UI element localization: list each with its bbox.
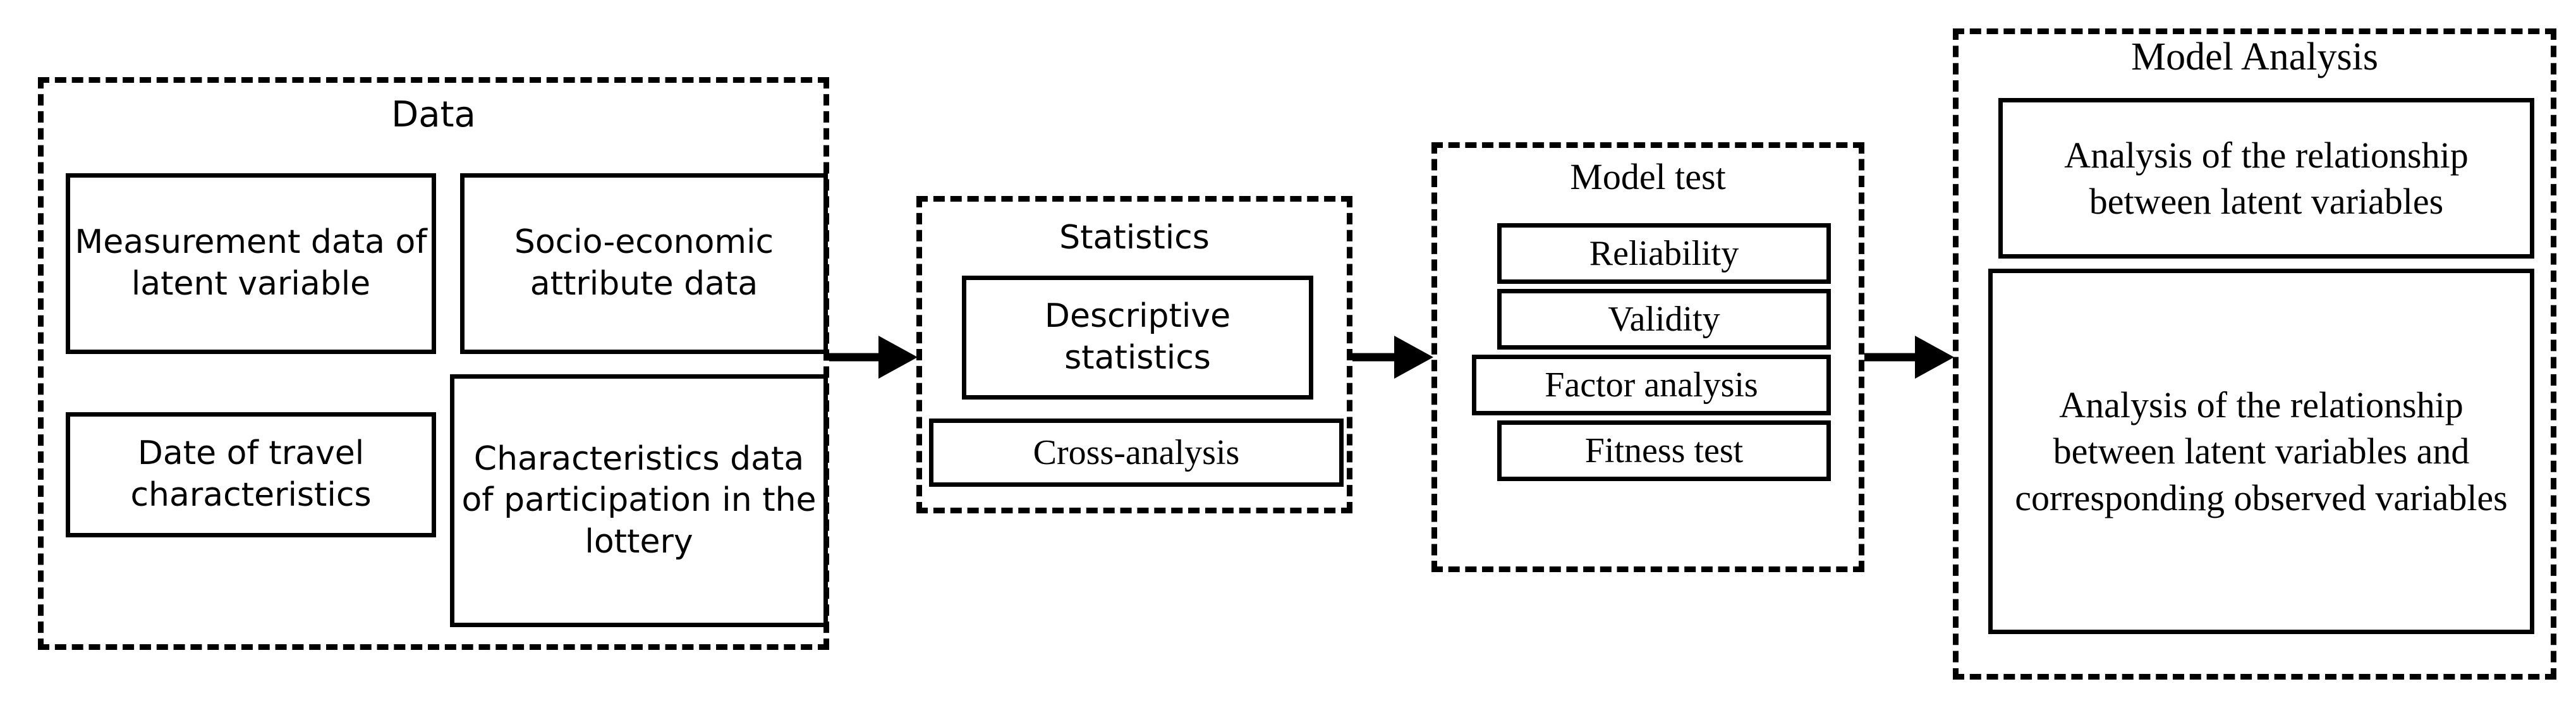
group-model-test-title: Model test bbox=[1570, 156, 1726, 197]
arrowhead-right-icon bbox=[1394, 336, 1433, 379]
box-travel-label: Date of travel characteristics bbox=[130, 434, 372, 514]
arrowhead-right-icon bbox=[1915, 336, 1954, 379]
box-characteristics-data-of-participation-in-the-lottery[interactable]: Characteristics data of participation in… bbox=[450, 374, 828, 627]
group-statistics-dashed-frame bbox=[916, 196, 1352, 513]
box-factor-label: Factor analysis bbox=[1545, 365, 1758, 405]
box-socio-economic-attribute-data[interactable]: Socio-economic attribute data bbox=[460, 173, 828, 354]
box-analysis-relationship-latent-variables[interactable]: Analysis of the relationship between lat… bbox=[1998, 98, 2534, 259]
group-model-test-dashed-frame bbox=[1431, 142, 1864, 572]
box-descriptive-label: Descriptive statistics bbox=[1044, 297, 1231, 377]
box-socio-label: Socio-economic attribute data bbox=[514, 223, 774, 303]
group-statistics-title: Statistics bbox=[1059, 219, 1210, 257]
box-factor-analysis[interactable]: Factor analysis bbox=[1472, 355, 1831, 415]
box-lottery-label: Characteristics data of participation in… bbox=[461, 439, 817, 561]
group-model-test: Model test Reliability Validity Factor a… bbox=[1431, 142, 1864, 572]
box-measurement-label: Measurement data of latent variable bbox=[75, 223, 427, 303]
arrow-data-to-statistics bbox=[829, 316, 918, 398]
box-latent-rel-label: Analysis of the relationship between lat… bbox=[2064, 134, 2469, 222]
group-data-dashed-frame bbox=[38, 77, 829, 650]
box-fitness-label: Fitness test bbox=[1584, 431, 1744, 470]
group-model-analysis-dashed-frame bbox=[1953, 28, 2556, 680]
arrow-shaft bbox=[829, 353, 880, 362]
box-reliability[interactable]: Reliability bbox=[1497, 223, 1831, 284]
group-model-analysis-title: Model Analysis bbox=[2131, 35, 2378, 78]
arrowhead-right-icon bbox=[878, 336, 918, 379]
box-observed-rel-label: Analysis of the relationship between lat… bbox=[2015, 384, 2508, 518]
box-cross-label: Cross-analysis bbox=[1033, 432, 1240, 472]
arrow-shaft bbox=[1864, 353, 1916, 362]
arrow-model-test-to-model-analysis bbox=[1864, 316, 1954, 398]
arrow-shaft bbox=[1352, 353, 1395, 362]
group-data: Data Measurement data of latent variable… bbox=[38, 77, 829, 650]
box-descriptive-statistics[interactable]: Descriptive statistics bbox=[962, 276, 1313, 400]
box-date-of-travel-characteristics[interactable]: Date of travel characteristics bbox=[66, 412, 436, 537]
box-cross-analysis[interactable]: Cross-analysis bbox=[929, 419, 1344, 487]
group-statistics: Statistics Descriptive statistics Cross-… bbox=[916, 196, 1352, 513]
arrow-statistics-to-model-test bbox=[1352, 316, 1433, 398]
group-model-analysis: Model Analysis Analysis of the relations… bbox=[1953, 28, 2556, 680]
group-data-title: Data bbox=[391, 94, 476, 135]
box-measurement-data-of-latent-variable[interactable]: Measurement data of latent variable bbox=[66, 173, 436, 354]
box-reliability-label: Reliability bbox=[1589, 233, 1739, 273]
box-validity[interactable]: Validity bbox=[1497, 289, 1831, 350]
box-fitness-test[interactable]: Fitness test bbox=[1497, 420, 1831, 481]
box-validity-label: Validity bbox=[1608, 299, 1720, 339]
box-analysis-relationship-latent-and-observed-variables[interactable]: Analysis of the relationship between lat… bbox=[1988, 269, 2534, 634]
